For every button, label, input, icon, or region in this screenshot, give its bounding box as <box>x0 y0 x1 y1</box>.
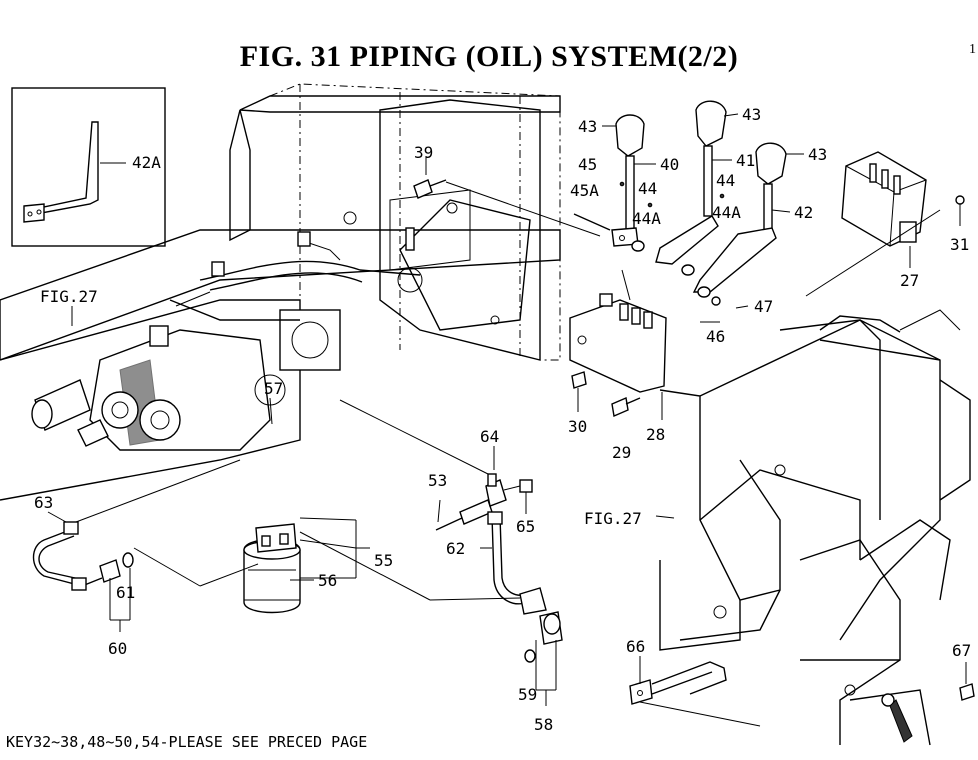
right-frame <box>659 309 971 746</box>
callout-64: 64 <box>480 427 499 446</box>
callout-42: 42 <box>794 203 813 222</box>
callout-43-b: 43 <box>742 105 761 124</box>
callout-56: 56 <box>318 571 337 590</box>
callout-44a-a: 44A <box>632 209 661 228</box>
callout-65: 65 <box>516 517 535 536</box>
callout-45: 45 <box>578 155 597 174</box>
bolt-39 <box>413 156 601 237</box>
fig27-reference-left: FIG.27 <box>40 287 98 306</box>
callout-53: 53 <box>428 471 447 490</box>
callout-60: 60 <box>108 639 127 658</box>
callout-44-a: 44 <box>638 179 657 198</box>
callout-labels: 42A 39 43 43 43 45 45A 40 41 44 44A 44 4… <box>34 105 971 734</box>
pipe-63 <box>32 459 259 632</box>
callout-55: 55 <box>374 551 393 570</box>
callout-41: 41 <box>736 151 755 170</box>
callout-62: 62 <box>446 539 465 558</box>
callout-67: 67 <box>952 641 971 660</box>
callout-28: 28 <box>646 425 665 444</box>
footnote: KEY32~38,48~50,54-PLEASE SEE PRECED PAGE <box>6 733 368 751</box>
callout-30: 30 <box>568 417 587 436</box>
frame-piping <box>169 202 500 325</box>
control-levers <box>573 100 787 309</box>
callout-44-b: 44 <box>716 171 735 190</box>
oil-filter-56 <box>243 523 301 614</box>
figure-title: FIG. 31 PIPING (OIL) SYSTEM(2/2) <box>239 40 739 73</box>
callout-46: 46 <box>706 327 725 346</box>
page-number: 1 <box>969 42 976 57</box>
callout-47: 47 <box>754 297 773 316</box>
callout-43-c: 43 <box>808 145 827 164</box>
callout-66: 66 <box>626 637 645 656</box>
callout-63: 63 <box>34 493 53 512</box>
callout-27: 27 <box>900 271 919 290</box>
callout-58: 58 <box>534 715 553 734</box>
callout-31: 31 <box>950 235 969 254</box>
u-bolt-66 <box>629 661 975 727</box>
callout-61: 61 <box>116 583 135 602</box>
bracket-28 <box>569 269 667 417</box>
inset-42a <box>11 87 166 247</box>
callout-44a-b: 44A <box>712 203 741 222</box>
valve-27 <box>805 151 965 297</box>
callout-57: 57 <box>264 379 283 398</box>
frame-outline <box>0 83 561 501</box>
fig27-reference-right: FIG.27 <box>584 509 642 528</box>
callout-39: 39 <box>414 143 433 162</box>
callout-42a: 42A <box>132 153 161 172</box>
callout-40: 40 <box>660 155 679 174</box>
callout-45a: 45A <box>570 181 599 200</box>
leader-lines <box>47 113 911 684</box>
callout-29: 29 <box>612 443 631 462</box>
pump-assembly <box>31 309 341 451</box>
callout-43-a: 43 <box>578 117 597 136</box>
callout-59: 59 <box>518 685 537 704</box>
fittings-cluster <box>299 399 563 706</box>
